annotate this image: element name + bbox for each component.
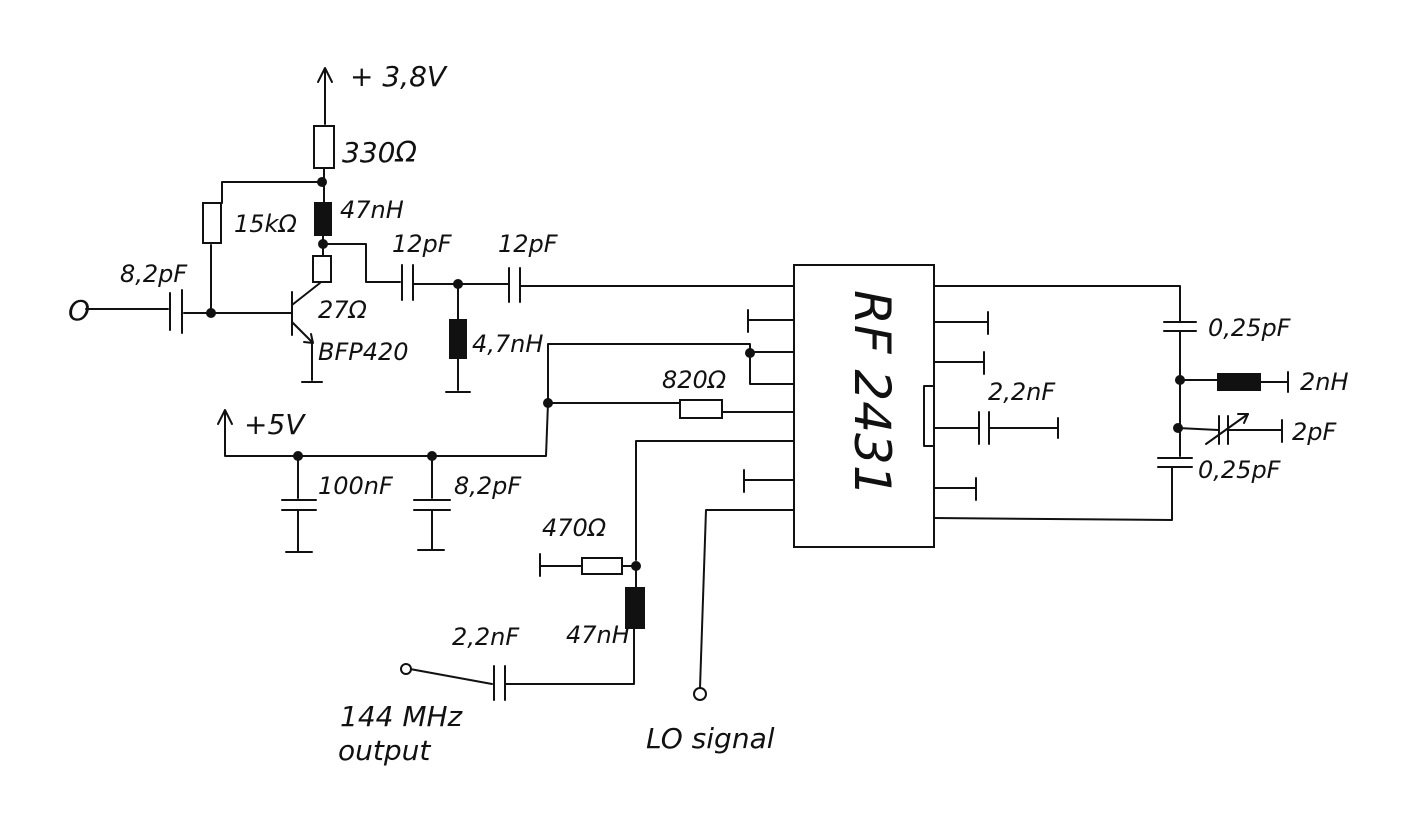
chip-label: RF 2431 xyxy=(843,290,901,497)
shunt-ground xyxy=(445,357,471,393)
capacitor-12pf-a xyxy=(401,264,414,301)
input-terminal: O xyxy=(68,294,90,327)
resistor-27 xyxy=(312,255,332,283)
inductor-47nh xyxy=(314,202,332,236)
resistor-820 xyxy=(679,399,723,419)
resistor-820-label: 820Ω xyxy=(662,366,727,394)
resistor-330 xyxy=(313,125,335,169)
chip-pin-right-bottom xyxy=(933,467,1173,521)
supply-3v8-label: + 3,8V xyxy=(350,60,448,93)
bias-wire-upper xyxy=(221,181,323,204)
supply-3v8-arrow xyxy=(317,67,333,83)
resistor-820-wire xyxy=(547,402,795,413)
inductor-2nh-wire xyxy=(1179,371,1289,393)
supply-5v-arrow xyxy=(217,409,233,425)
chip-pin-ground-right-1 xyxy=(933,311,989,335)
inductor-4-7nh xyxy=(449,319,467,359)
junction-dot xyxy=(745,348,755,358)
capacitor-8-2pf-input-label: 8,2pF xyxy=(120,260,188,288)
capacitor-8-2pf-decoupling xyxy=(413,455,451,551)
output-terminal xyxy=(400,663,412,675)
capacitor-12pf-b-label: 12pF xyxy=(498,230,559,258)
lo-terminal xyxy=(693,687,707,701)
capacitor-0-25pf-a xyxy=(1163,321,1197,332)
capacitor-100nf xyxy=(281,455,317,553)
resistor-15k xyxy=(202,202,222,244)
capacitor-0-25pf-a-label: 0,25pF xyxy=(1208,314,1292,342)
varicap-wire xyxy=(1177,419,1283,443)
chip-pin-vcc-wire xyxy=(547,343,795,401)
resistor-330-label: 330Ω xyxy=(342,136,417,169)
capacitor-0-25pf-b xyxy=(1157,457,1193,468)
inductor-47nh-label: 47nH xyxy=(340,196,404,224)
capacitor-8-2pf-input xyxy=(169,289,183,334)
output-label-line1: 144 MHz xyxy=(340,700,464,733)
output-feed-wire xyxy=(635,440,795,561)
lo-signal-label: LO signal xyxy=(646,722,775,755)
inductor-47nh-output-label: 47nH xyxy=(566,621,630,649)
transistor-bfp420 xyxy=(291,282,323,383)
resistor-470-label: 470Ω xyxy=(542,514,607,542)
output-label-line2: output xyxy=(338,734,431,767)
chip-pin-ground-right-2 xyxy=(933,351,985,375)
output-wire xyxy=(505,627,635,685)
resistor-15k-label: 15kΩ xyxy=(234,210,297,238)
capacitor-12pf-b xyxy=(508,267,521,303)
variable-capacitor-2pf xyxy=(1205,413,1249,445)
input-terminal-label: O xyxy=(68,294,90,327)
transistor-label: BFP420 xyxy=(318,338,409,366)
output-terminal-wire xyxy=(409,668,493,685)
chip-rf2431 xyxy=(793,264,935,548)
capacitor-2-2nf-output-label: 2,2nF xyxy=(452,623,520,651)
junction-dot xyxy=(317,177,327,187)
variable-capacitor-2pf-label: 2pF xyxy=(1292,418,1338,446)
chip-pin-ground-right-3 xyxy=(933,477,977,501)
inductor-4-7nh-label: 4,7nH xyxy=(472,330,543,358)
junction-dot xyxy=(631,561,641,571)
capacitor-2-2nf-right-label: 2,2nF xyxy=(988,378,1056,406)
resistor-470-ground xyxy=(539,553,583,577)
chip-pin-ground-left-2 xyxy=(743,469,795,493)
chip-pin-right-1 xyxy=(933,285,1181,323)
resistor-470 xyxy=(581,557,623,575)
lo-input-wire xyxy=(699,509,795,689)
collector-to-cap-wire xyxy=(322,243,401,283)
capacitor-0-25pf-b-label: 0,25pF xyxy=(1198,456,1282,484)
capacitor-2-2nf-output xyxy=(493,665,506,701)
inductor-2nh xyxy=(1217,373,1261,391)
chip-pin-to-cap-2-2nf xyxy=(933,417,1059,439)
capacitor-8-2pf-decoupling-label: 8,2pF xyxy=(454,472,522,500)
supply-5v-rail xyxy=(224,402,549,457)
capacitor-100nf-label: 100nF xyxy=(318,472,394,500)
supply-5v-label: +5V xyxy=(244,408,306,441)
capacitor-2-2nf-right xyxy=(978,411,990,445)
chip-pin-right-group xyxy=(923,385,935,447)
inductor-2nh-label: 2nH xyxy=(1300,368,1349,396)
chip-pin-ground-left-1 xyxy=(747,309,795,333)
capacitor-12pf-a-label: 12pF xyxy=(392,230,453,258)
resistor-27-label: 27Ω xyxy=(318,296,368,324)
